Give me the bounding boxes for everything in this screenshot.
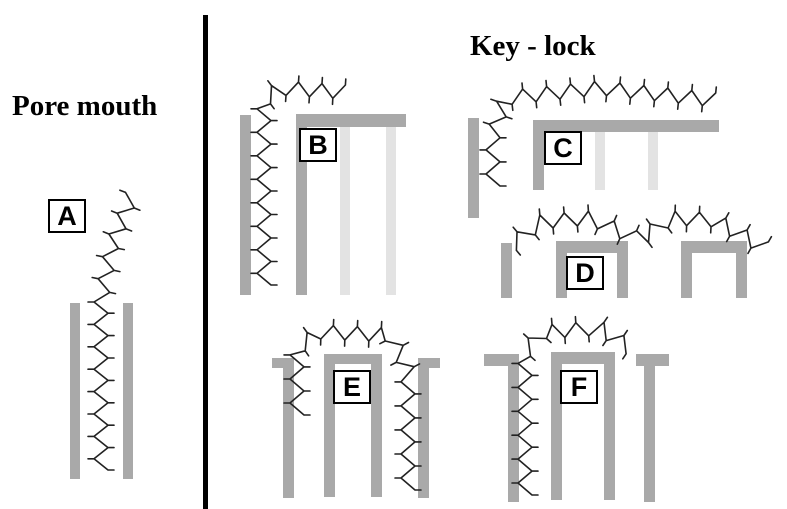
pore-walls: [70, 114, 747, 502]
alkane-chain: [283, 318, 422, 491]
pore-wall: [418, 358, 429, 498]
pore-wall: [533, 120, 719, 132]
pore-wall: [617, 241, 628, 298]
pore-wall: [324, 354, 335, 497]
pore-wall: [681, 241, 692, 298]
pore-wall: [736, 241, 747, 298]
pore-wall: [296, 114, 406, 127]
pore-wall: [283, 358, 294, 498]
panel-c-label: C: [544, 131, 582, 165]
pore-wall: [604, 352, 615, 500]
panel-d-label: D: [566, 256, 604, 290]
alkane-chain: [87, 189, 141, 471]
pore-mouth-heading: Pore mouth: [12, 90, 158, 122]
pore-wall: [468, 118, 479, 218]
pore-wall: [324, 354, 382, 364]
alkane-chain: [512, 204, 773, 256]
pore-wall: [508, 354, 519, 502]
pore-wall: [501, 243, 512, 298]
panel-f-label: F: [560, 370, 598, 404]
pore-wall: [681, 241, 747, 253]
pore-wall: [551, 352, 562, 500]
panel-b-label: B: [299, 128, 337, 162]
pore-wall: [551, 352, 615, 364]
pore-wall-faded: [595, 132, 605, 190]
pore-wall-faded: [340, 127, 350, 295]
alkane-chain: [479, 74, 718, 187]
alkane-chains: [87, 74, 773, 496]
panel-e-label: E: [333, 370, 371, 404]
divider-line: [203, 15, 208, 509]
pore-wall: [123, 303, 133, 479]
pore-wall: [240, 115, 251, 295]
alkane-chain: [250, 75, 347, 286]
pore-wall: [70, 303, 80, 479]
pore-wall: [296, 115, 307, 295]
panel-a-label: A: [48, 199, 86, 233]
pore-wall-faded: [386, 127, 396, 295]
pore-wall: [556, 241, 628, 253]
alkane-chain: [511, 315, 629, 496]
pore-wall: [644, 354, 655, 502]
pore-wall: [556, 241, 567, 298]
key-lock-heading: Key - lock: [470, 30, 596, 62]
pore-wall: [533, 120, 544, 190]
pore-wall-faded: [648, 132, 658, 190]
pore-wall: [371, 354, 382, 497]
